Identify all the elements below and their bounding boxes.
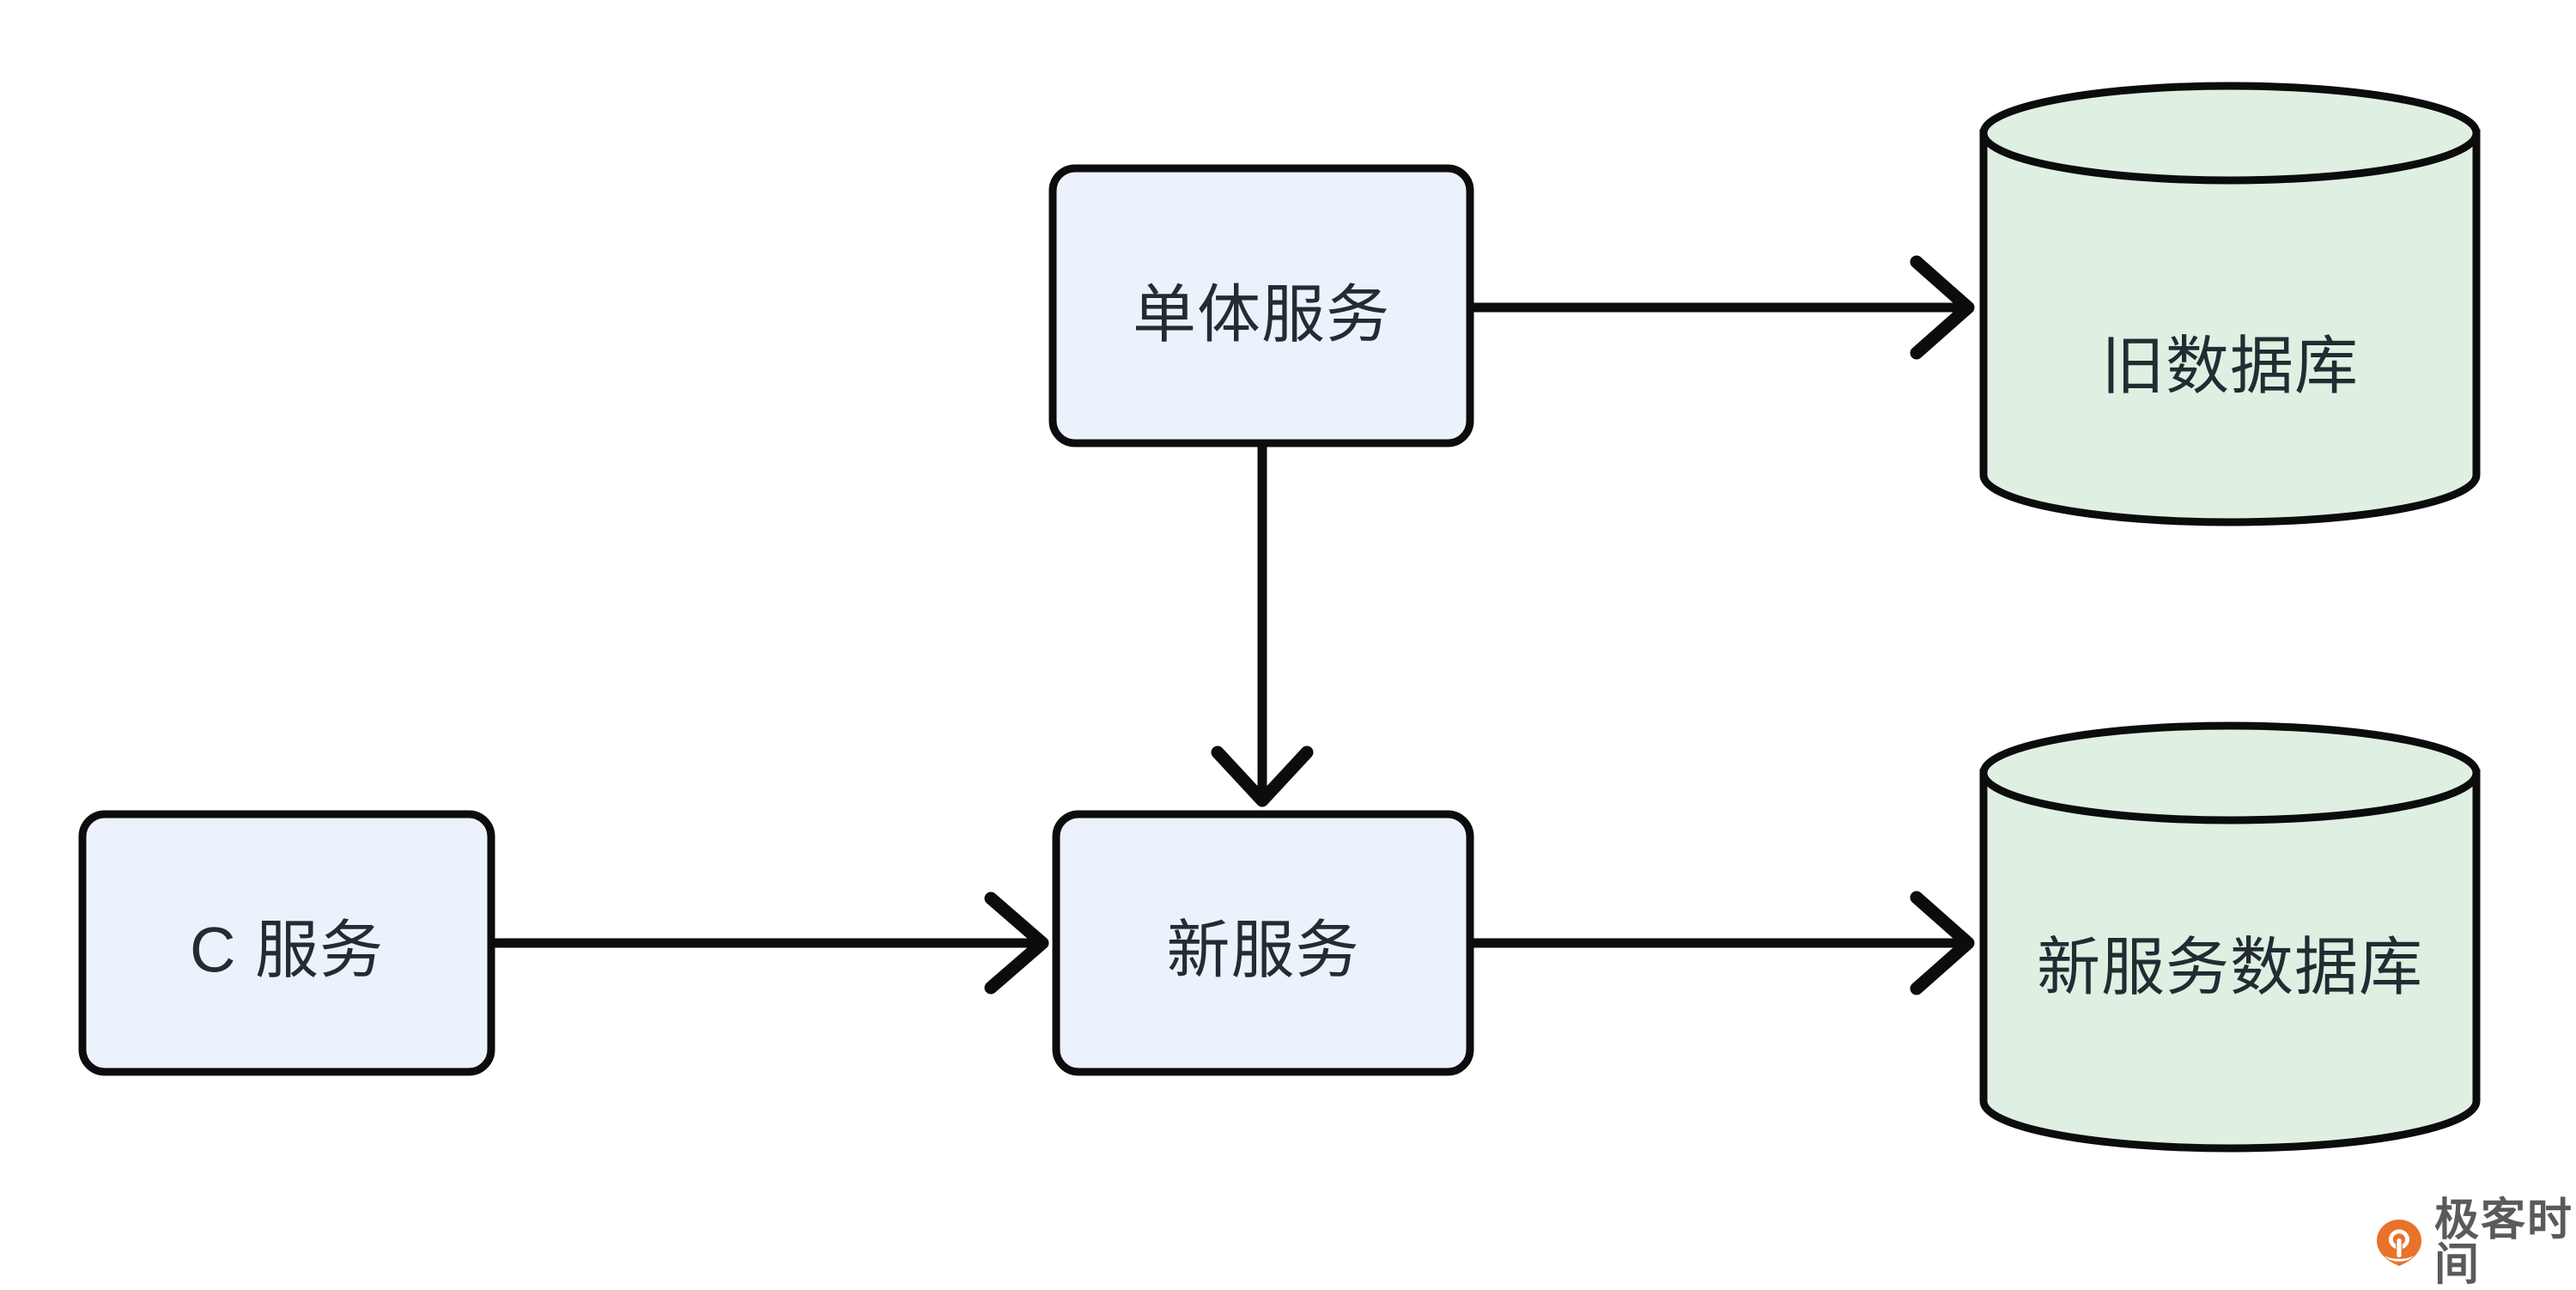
brand-watermark: 极客时间	[2374, 1198, 2576, 1287]
edge-monolith-to-old-database	[1470, 255, 1975, 360]
arrowhead-icon	[984, 891, 1049, 995]
geektime-logo-icon	[2374, 1218, 2424, 1268]
node-old-database[interactable]	[1979, 82, 2481, 526]
old-database-top-ellipse	[1979, 82, 2481, 185]
arrowhead-icon	[1211, 745, 1314, 807]
node-new-service-database[interactable]	[1979, 721, 2481, 1153]
arrowhead-icon	[1910, 891, 1975, 995]
node-c-service[interactable]	[78, 810, 495, 1076]
arrowhead-icon	[1910, 255, 1975, 360]
edge-new-service-to-new-service-database	[1470, 891, 1975, 995]
edge-monolith-to-new-service	[1211, 446, 1314, 807]
brand-name: 极客时间	[2434, 1196, 2574, 1290]
node-monolith-service[interactable]	[1048, 164, 1474, 447]
edge-c-service-to-new-service	[493, 891, 1049, 995]
new-service-database-top-ellipse	[1979, 721, 2481, 825]
node-new-service[interactable]	[1052, 810, 1474, 1076]
